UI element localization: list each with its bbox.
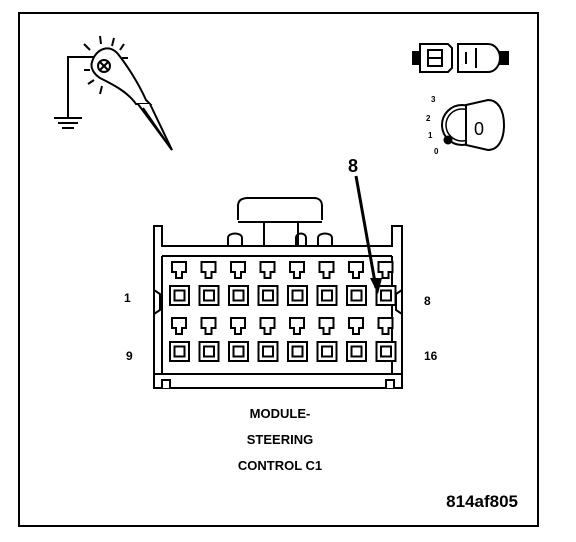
connector-pins [169,261,397,362]
pin-cavity-4 [257,261,279,306]
pin-cavity-16 [375,317,397,362]
pin-cavity-15 [346,317,367,362]
ignition-pos-2: 2 [426,114,431,123]
pin-cavity-14 [316,317,338,362]
diagram-frame [18,12,539,527]
ignition-pos-3: 3 [431,95,436,104]
connector-title-line-1: MODULE- [249,406,311,421]
connector-title-line-3: CONTROL C1 [237,458,323,473]
pin-cavity-8 [375,261,397,306]
ignition-pos-1: 1 [428,131,433,140]
ignition-position-labels: 3 2 1 0 [426,95,439,156]
pin-cavity-10 [198,317,220,362]
pin-callout [354,175,382,294]
ignition-key-off-icon [441,98,506,152]
pin-cavity-13 [287,317,308,362]
pin-cavity-6 [316,261,338,306]
pin-cavity-7 [346,261,367,306]
pin-cavity-3 [228,261,249,306]
pin-cavity-11 [228,317,249,362]
pin-cavity-5 [287,261,308,306]
pin-cavity-9 [169,317,190,362]
connector-title-line-2: STEERING [246,432,314,447]
test-probe-ground-icon [54,35,173,151]
figure-id: 814af805 [446,492,518,511]
ignition-key-label: 0 [474,119,484,139]
connector-disconnect-icon [412,43,509,73]
pin-label-9: 9 [126,349,133,363]
callout-pin-number: 8 [348,156,358,176]
ignition-pos-0: 0 [434,147,439,156]
pin-label-8: 8 [424,294,431,308]
pin-cavity-2 [198,261,220,306]
pin-label-1: 1 [124,291,131,305]
connector-title: MODULE- STEERING CONTROL C1 [200,401,360,479]
pin-label-16: 16 [424,349,438,363]
pin-cavity-1 [169,261,190,306]
pin-cavity-12 [257,317,279,362]
